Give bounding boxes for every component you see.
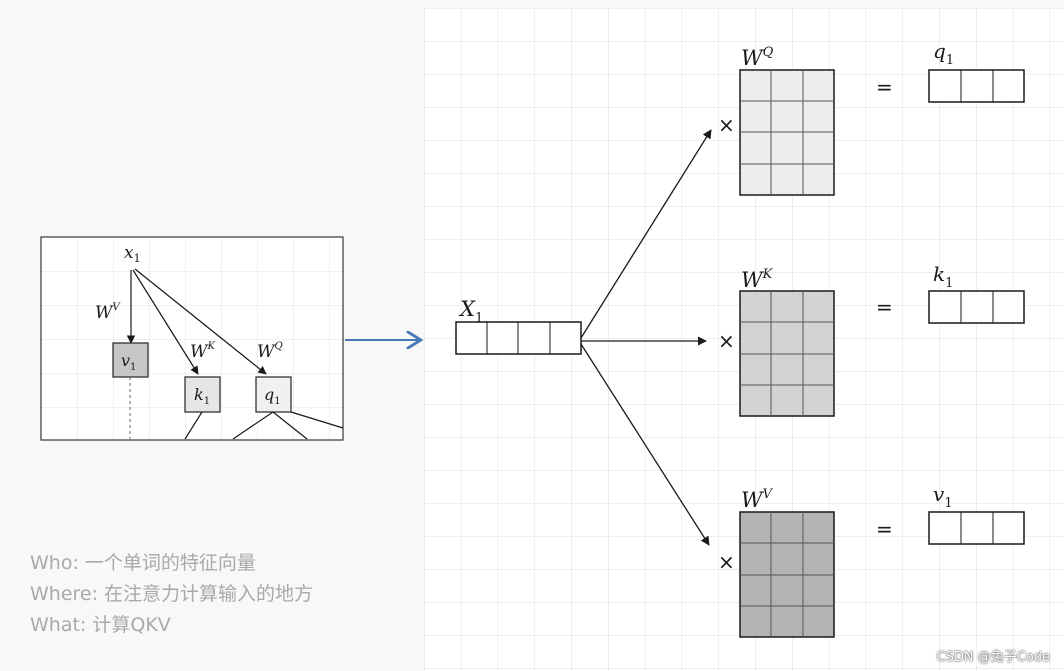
left-x-label: x1: [124, 243, 141, 265]
left-panel: x1 WV WK WQ v1 k1 q1: [40, 236, 344, 441]
left-q-label: q1: [264, 385, 281, 407]
result-vector-k: [928, 290, 1025, 324]
times-sign-k: ×: [718, 329, 735, 353]
left-v-node: [112, 342, 149, 378]
weight-label-k: WK: [741, 267, 774, 292]
weight-label-v: WV: [741, 487, 774, 512]
times-sign-v: ×: [718, 550, 735, 574]
left-arrow-to-k: [132, 269, 199, 375]
result-vector-q: [928, 69, 1025, 103]
left-q-down-left: [232, 411, 274, 440]
arrow-to-wv: [580, 343, 710, 546]
times-sign-q: ×: [718, 113, 735, 137]
result-label-v: v1: [933, 482, 953, 511]
input-vector: [455, 321, 582, 355]
weight-matrix-k: [739, 290, 835, 417]
equals-sign-q: =: [876, 75, 893, 99]
left-arrow-to-q: [134, 268, 267, 375]
left-panel-frame: [40, 236, 344, 441]
left-wk-label: WK: [190, 341, 215, 362]
equals-sign-k: =: [876, 295, 893, 319]
caption-where: Where: 在注意力计算输入的地方: [30, 583, 314, 605]
left-k-down: [184, 411, 203, 440]
right-panel: X1 WQ × = q1: [424, 8, 1064, 671]
arrow-to-wq: [580, 129, 712, 339]
left-q-node: [255, 376, 292, 413]
left-q-to-edge: [290, 411, 344, 429]
weight-matrix-q: [739, 69, 835, 196]
caption-what: What: 计算QKV: [30, 614, 171, 636]
watermark: CSDN @兔子Code: [936, 650, 1050, 665]
result-label-k: k1: [933, 262, 953, 291]
left-k-node: [184, 376, 221, 413]
left-wv-label: WV: [95, 302, 121, 323]
caption-who: Who: 一个单词的特征向量: [30, 552, 256, 574]
left-q-down-right: [272, 411, 308, 440]
weight-label-q: WQ: [741, 45, 774, 70]
weight-matrix-v: [739, 511, 835, 638]
left-v-label: v1: [121, 351, 136, 373]
left-k-label: k1: [194, 385, 210, 407]
result-vector-v: [928, 511, 1025, 545]
result-label-q: q1: [933, 39, 954, 68]
input-label: X1: [458, 297, 483, 326]
left-wq-label: WQ: [257, 341, 283, 362]
equals-sign-v: =: [876, 517, 893, 541]
